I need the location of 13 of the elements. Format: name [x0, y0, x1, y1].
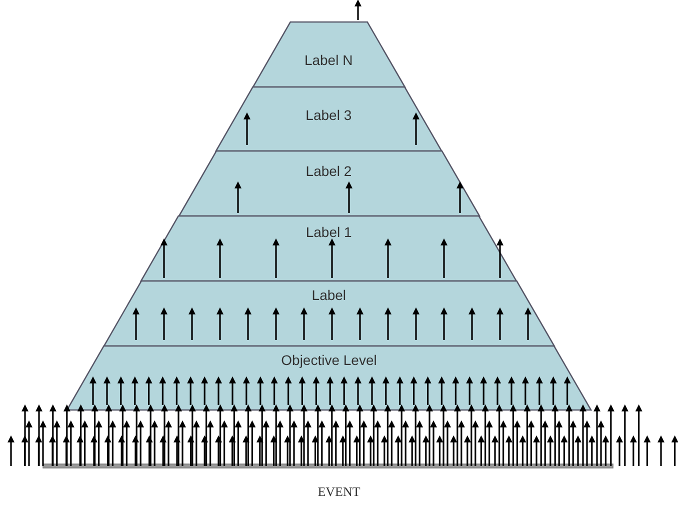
level-label: Label N [304, 52, 353, 68]
pyramid-level [178, 151, 479, 216]
caption-label: EVENT [318, 484, 360, 500]
pyramid-level [67, 346, 591, 410]
level-label: Label 3 [306, 107, 352, 123]
level-label: Objective Level [281, 352, 377, 368]
level-label: Label 1 [306, 224, 352, 240]
pyramid-level [104, 281, 554, 346]
level-label: Label 2 [306, 163, 352, 179]
pyramid-level [216, 87, 442, 151]
pyramid-level [141, 216, 517, 281]
level-label: Label [312, 287, 346, 303]
pyramid-level [252, 22, 405, 87]
